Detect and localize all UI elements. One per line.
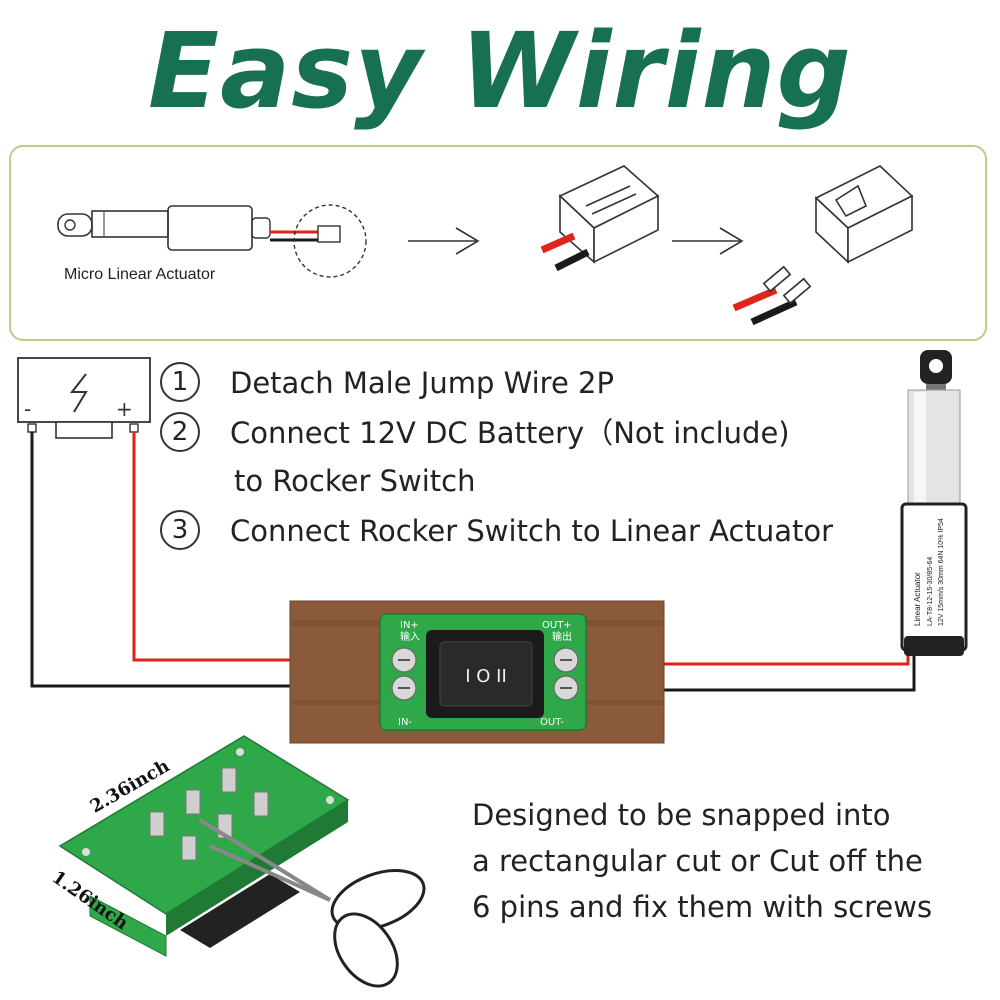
pcb-board-icon	[58, 735, 350, 957]
in-plus-label: IN+	[400, 620, 419, 631]
out-plus-label: OUT+	[542, 620, 572, 631]
connector-panel	[9, 145, 987, 341]
step-text: Connect 12V DC Battery（Not include)	[230, 416, 790, 450]
step-number: 3	[160, 510, 200, 550]
scissors-icon	[198, 818, 426, 988]
switch-marks: I O II	[465, 666, 507, 687]
separated-connector-icon	[732, 165, 914, 326]
battery-minus-label: -	[24, 397, 31, 421]
in-cn-label: 输入	[400, 630, 420, 643]
battery-plus-label: +	[116, 397, 133, 421]
actuator-print-line3: 12V 15mm/s 30mm 64N 10% IP54	[938, 518, 945, 626]
step-text: Detach Male Jump Wire 2P	[230, 366, 614, 400]
battery-icon	[17, 357, 151, 439]
arrow-icon	[408, 227, 744, 255]
mounting-note: Designed to be snapped into a rectangula…	[472, 792, 992, 930]
rocker-switch-board	[289, 600, 665, 744]
step-number: 2	[160, 412, 200, 452]
note-line: a rectangular cut or Cut off the	[472, 844, 923, 878]
note-line: 6 pins and fix them with screws	[472, 890, 933, 924]
actuator-print-line1: Linear Actuator	[913, 572, 922, 626]
out-minus-label: OUT-	[540, 717, 564, 728]
actuator-print-line2: LA-T8-12-15-30/85-64	[927, 557, 934, 626]
in-minus-label: IN-	[398, 717, 412, 728]
linear-actuator-icon	[900, 350, 968, 656]
out-cn-label: 输出	[552, 630, 572, 643]
actuator-label: Micro Linear Actuator	[64, 266, 216, 283]
step-text: Connect Rocker Switch to Linear Actuator	[230, 514, 834, 548]
step-number: 1	[160, 362, 200, 402]
page-title: Easy Wiring	[148, 10, 852, 132]
step-2-continuation: to Rocker Switch	[234, 464, 476, 498]
micro-actuator-icon	[57, 204, 367, 278]
joined-connector-icon	[540, 165, 660, 272]
note-line: Designed to be snapped into	[472, 798, 891, 832]
